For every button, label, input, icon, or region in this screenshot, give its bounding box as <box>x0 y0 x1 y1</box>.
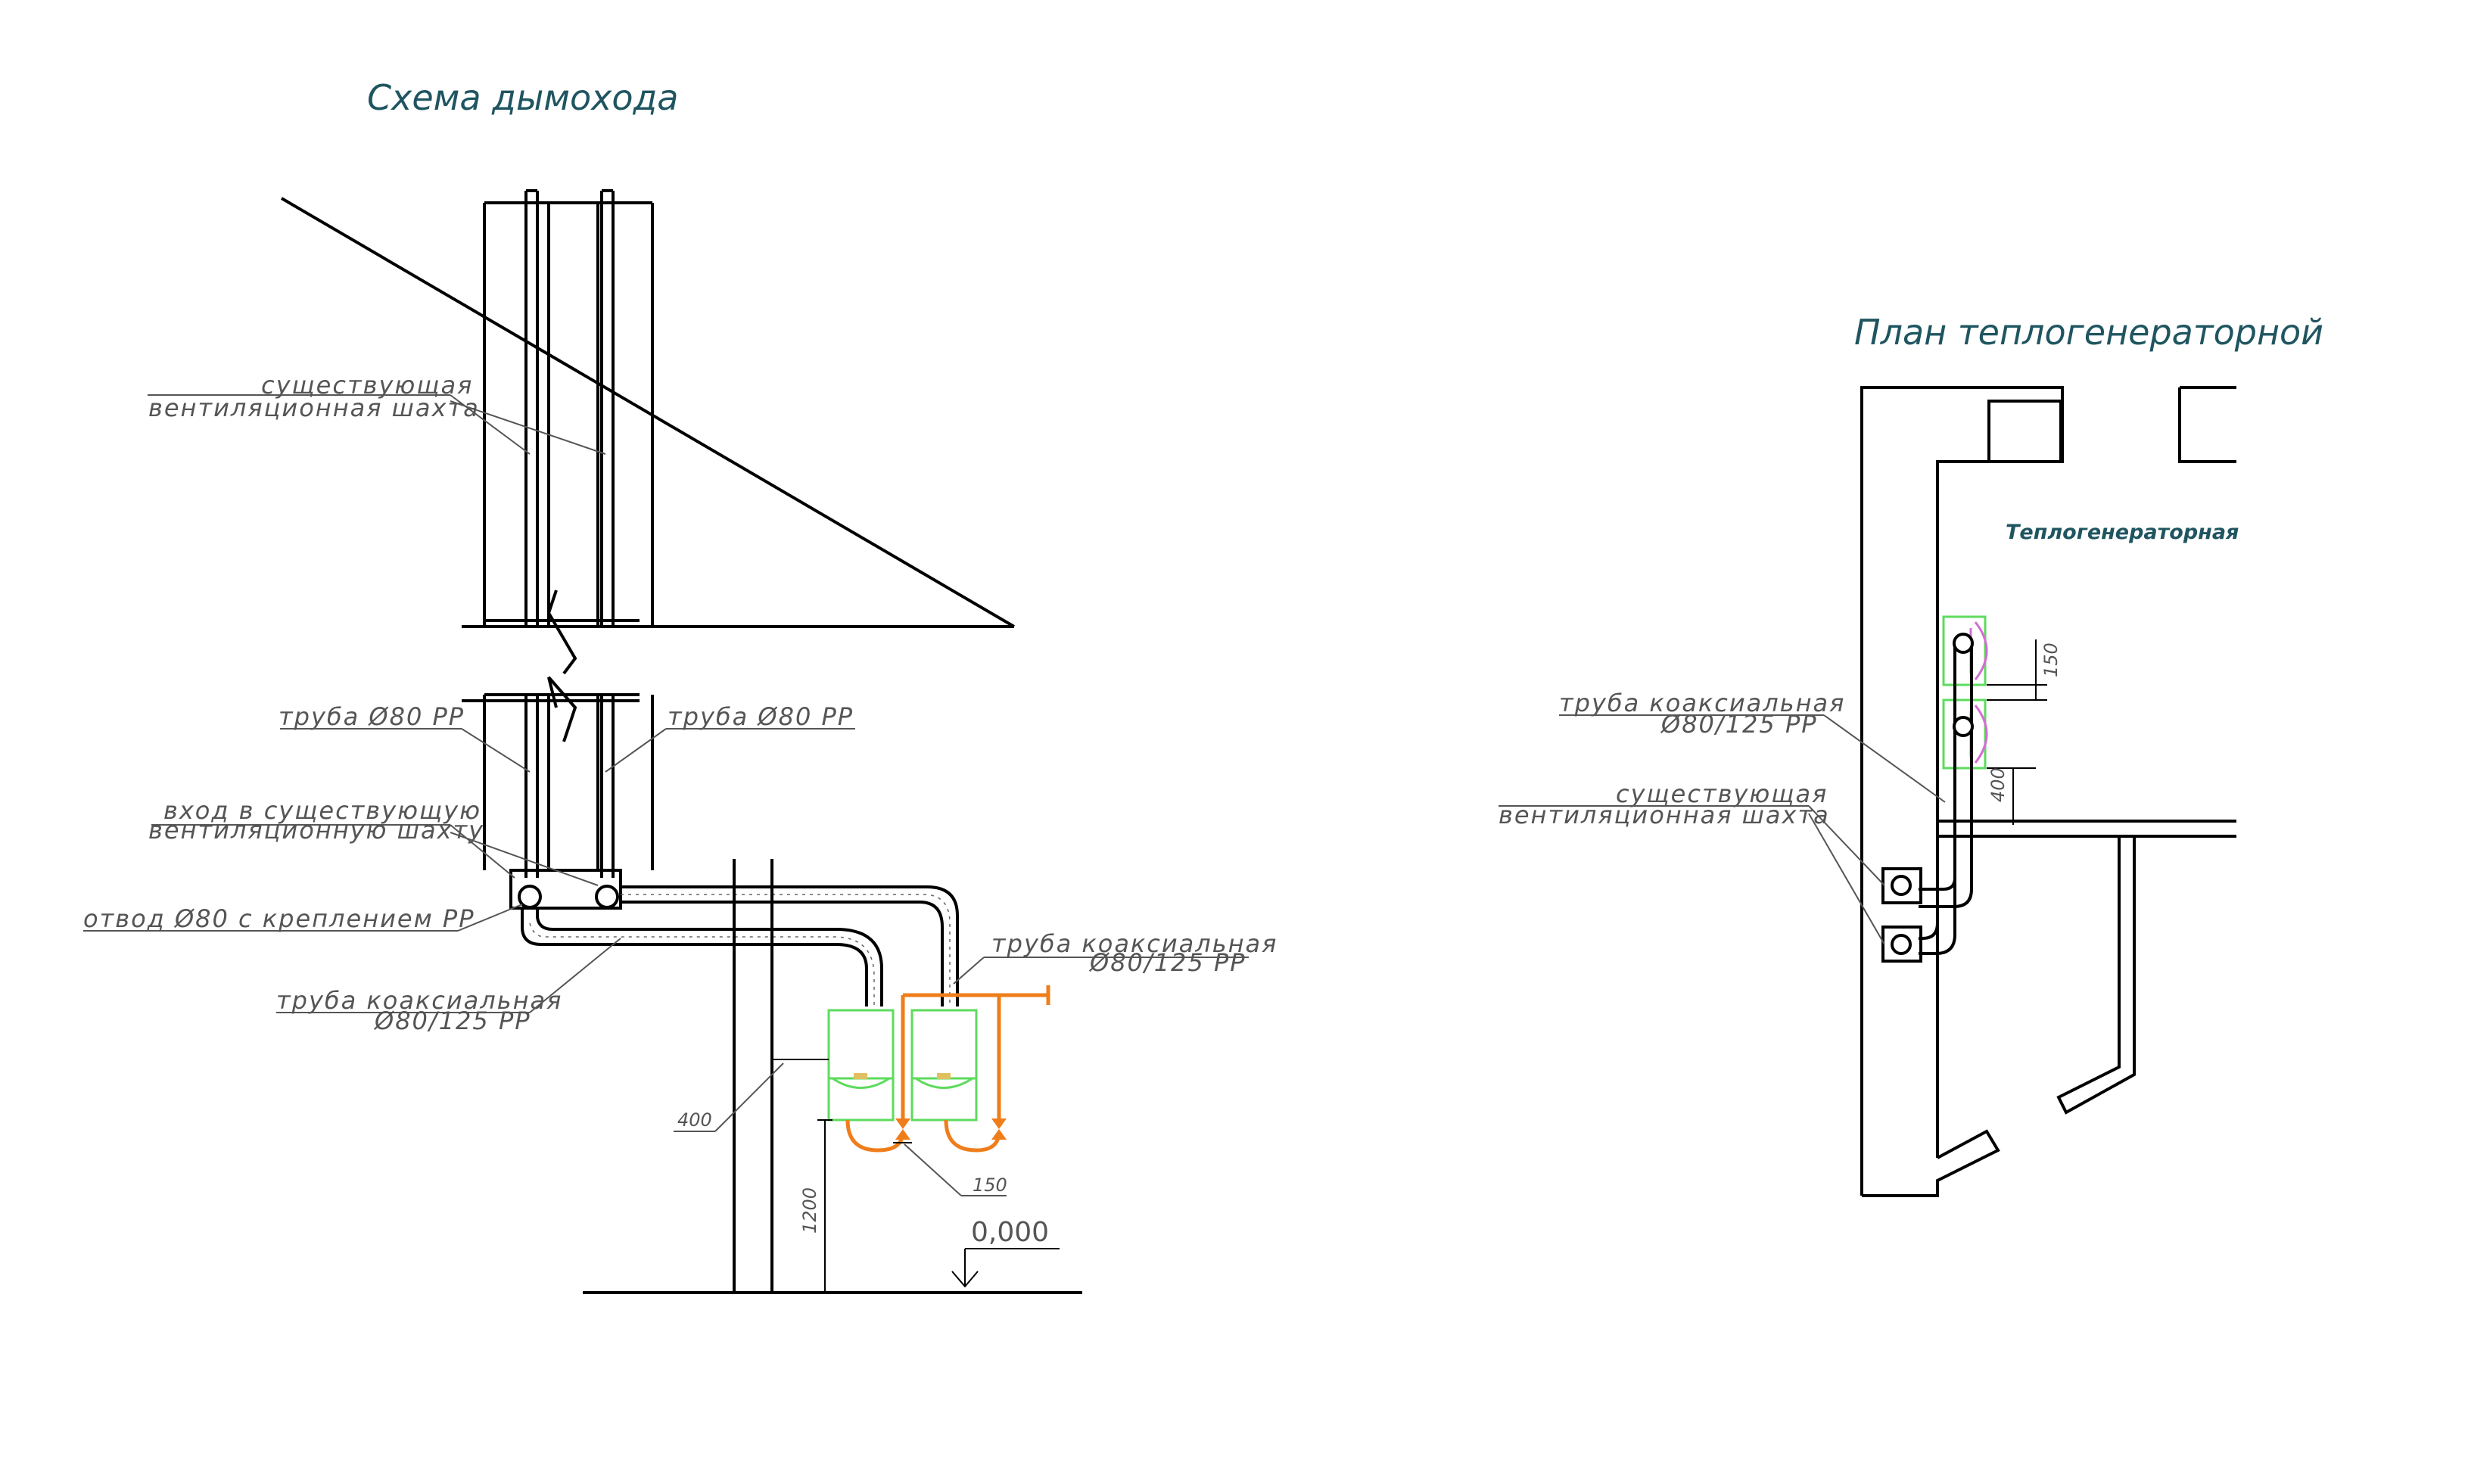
plan-existing-shaft-line2: вентиляционная шахта <box>1499 801 1830 829</box>
dim-1200 <box>817 1119 833 1293</box>
scheme-title: Схема дымохода <box>367 77 678 118</box>
gas-pipe <box>845 985 1050 1153</box>
level-label: 0,000 <box>971 1217 1049 1248</box>
scheme-entry-line1: вход в существующую <box>163 796 481 825</box>
plan-walls <box>1860 386 2236 1197</box>
bend-left <box>518 885 542 909</box>
inner-flue-pipes <box>524 189 615 878</box>
plan-existing-shaft-line1: существующая <box>1616 779 1828 808</box>
plan-title: План теплогенераторной <box>1854 312 2323 353</box>
coax-pipe-2 <box>621 885 959 1006</box>
scheme-coax-right-line2: Ø80/125 PP <box>1088 948 1246 977</box>
scheme-existing-shaft-line2: вентиляционная шахта <box>148 394 480 422</box>
scheme-coax-right-line1: труба коаксиальная <box>991 929 1278 958</box>
plan-room-label: Теплогенераторная <box>2006 521 2239 544</box>
scheme-pipe-left: труба Ø80 PP <box>279 702 465 731</box>
plan-dim-400-label: 400 <box>1987 767 2009 802</box>
dim-150-label: 150 <box>973 1174 1007 1196</box>
plan-dim-400 <box>1987 767 2036 825</box>
plan-shaft-boxes <box>1881 867 1922 963</box>
break-symbol <box>546 590 577 742</box>
roof-slope <box>280 197 1016 628</box>
plan-coax-pipe <box>1919 633 1974 955</box>
plan-dim-150 <box>1987 639 2047 701</box>
plan-coax-line1: труба коаксиальная <box>1559 689 1845 717</box>
dim-400-left <box>674 1059 829 1132</box>
scheme-entry-line2: вентиляционную шахту <box>148 816 484 845</box>
entry-box <box>509 869 622 910</box>
level-mark <box>951 1248 1060 1288</box>
scheme-bend-label: отвод Ø80 с креплением PP <box>83 904 475 933</box>
dim-400-label: 400 <box>677 1109 712 1131</box>
scheme-existing-shaft-line1: существующая <box>261 371 473 400</box>
dim-1200-label: 1200 <box>799 1187 820 1234</box>
plan-coax-line2: Ø80/125 PP <box>1660 710 1818 739</box>
plan-leaders <box>1499 714 1946 945</box>
bend-right <box>595 885 619 909</box>
dim-150-left <box>893 1142 1007 1196</box>
scheme-pipe-right: труба Ø80 PP <box>668 702 854 731</box>
boiler-2 <box>910 1009 978 1122</box>
scheme-coax-left-line2: Ø80/125 PP <box>373 1006 531 1035</box>
coax-pipe-1 <box>521 908 883 1006</box>
scheme-coax-left-line1: труба коаксиальная <box>276 986 562 1015</box>
boiler-1 <box>827 1009 895 1122</box>
plan-dim-150-label: 150 <box>2040 642 2062 677</box>
leaders-left <box>83 394 1249 1013</box>
ventilation-shaft <box>483 201 654 870</box>
